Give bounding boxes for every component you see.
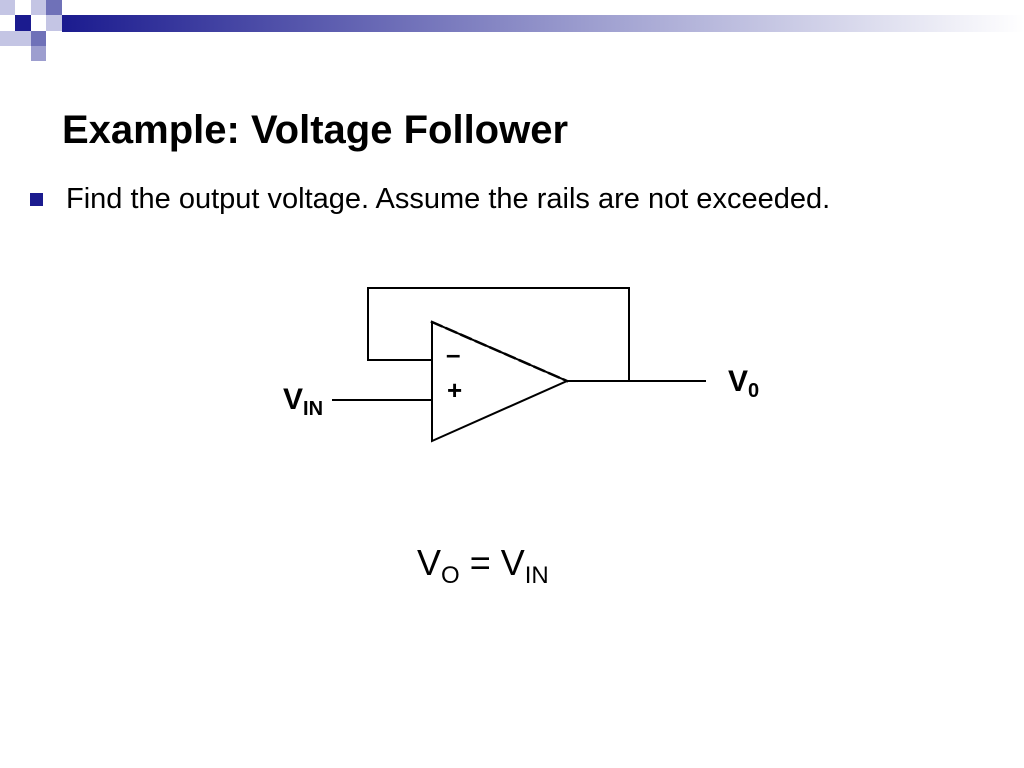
result-equation: VO = VIN: [417, 540, 549, 599]
noninverting-input-symbol: +: [447, 375, 463, 405]
inverting-input-symbol: –: [446, 339, 461, 369]
header-decoration: [0, 0, 1024, 61]
equation-lhs-main: V: [417, 542, 442, 583]
header-square-mid: [46, 0, 62, 15]
vout-label: V0: [728, 362, 759, 411]
bullet-square-icon: [30, 193, 43, 206]
header-square-dark: [15, 15, 31, 31]
header-square-light: [15, 31, 31, 46]
feedback-wire: [367, 287, 630, 382]
equation-lhs-sub: O: [441, 562, 460, 589]
voltage-follower-circuit: [332, 287, 706, 443]
vin-label-main: V: [283, 383, 304, 416]
vin-label-sub: IN: [303, 398, 324, 420]
header-gradient-band: [62, 15, 1024, 32]
header-square-light: [0, 31, 15, 46]
bullet-text: Find the output voltage. Assume the rail…: [66, 183, 831, 215]
equation-equals: =: [459, 542, 501, 583]
vin-label: VIN: [283, 380, 323, 429]
header-square-light: [46, 15, 62, 31]
header-square-light: [31, 0, 46, 15]
header-square-mid: [31, 46, 46, 61]
header-square-mid: [31, 31, 46, 46]
triangle-top-dash: [430, 320, 569, 383]
header-square-light: [0, 0, 15, 15]
vout-label-sub: 0: [748, 380, 760, 402]
vout-label-main: V: [728, 365, 749, 398]
equation-rhs-sub: IN: [524, 562, 549, 589]
slide-title: Example: Voltage Follower: [62, 108, 569, 152]
equation-rhs-main: V: [500, 542, 525, 583]
